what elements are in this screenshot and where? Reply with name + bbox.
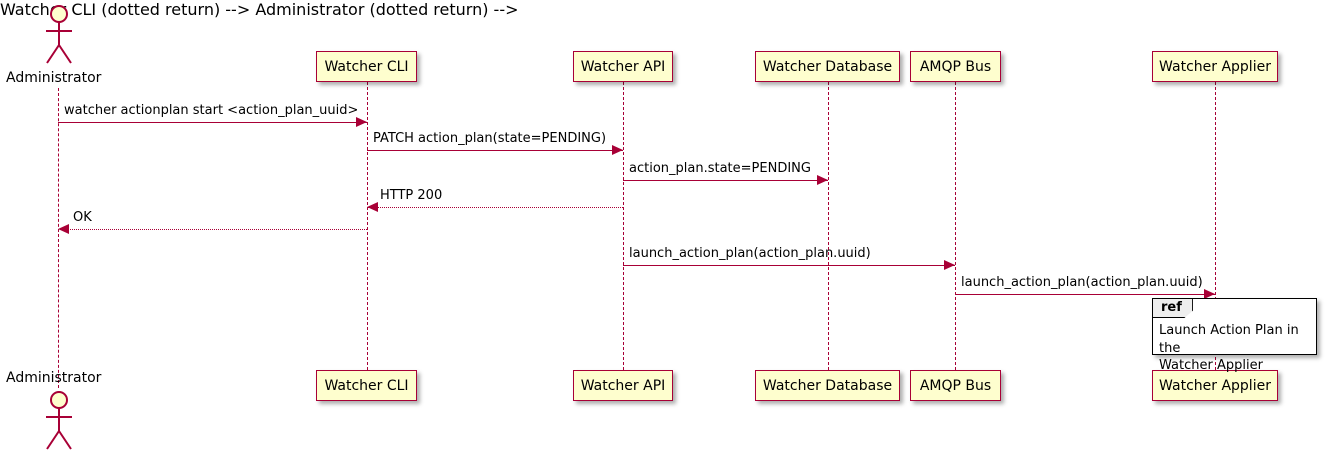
actor-administrator-top	[46, 5, 72, 64]
message-label: action_plan.state=PENDING	[629, 161, 811, 176]
participant-watcher-cli-bottom[interactable]: Watcher CLI	[316, 370, 417, 401]
ref-fragment-launch-action-plan[interactable]: ref Launch Action Plan in the Watcher Ap…	[1152, 298, 1317, 373]
participant-watcher-database-top[interactable]: Watcher Database	[755, 51, 900, 82]
participant-watcher-applier-top[interactable]: Watcher Applier	[1152, 51, 1278, 82]
message-label: PATCH action_plan(state=PENDING)	[373, 131, 607, 146]
message-line	[367, 207, 623, 208]
arrowhead-right-icon	[817, 175, 828, 185]
participant-watcher-api-bottom[interactable]: Watcher API	[573, 370, 673, 401]
lifeline-watcher-database	[828, 82, 829, 370]
ref-fragment-body-line-1: Launch Action Plan in the	[1159, 323, 1299, 356]
participant-watcher-database-bottom[interactable]: Watcher Database	[755, 370, 900, 401]
lifeline-watcher-api	[623, 82, 624, 370]
arrowhead-left-icon	[367, 202, 378, 212]
participant-watcher-applier-bottom[interactable]: Watcher Applier	[1152, 370, 1278, 401]
ref-fragment-body: Launch Action Plan in the Watcher Applie…	[1159, 322, 1312, 375]
arrowhead-right-icon	[1204, 289, 1215, 299]
actor-administrator-bottom	[46, 391, 72, 450]
message-line	[623, 180, 828, 181]
lifeline-administrator	[58, 88, 59, 388]
arrowhead-right-icon	[944, 260, 955, 270]
lifeline-amqp-bus	[955, 82, 956, 370]
message-line	[623, 265, 955, 266]
participant-watcher-api-top[interactable]: Watcher API	[573, 51, 673, 82]
message-line	[955, 294, 1215, 295]
message-label: OK	[73, 210, 92, 225]
ref-fragment-tag: ref	[1153, 299, 1193, 319]
message-label: HTTP 200	[380, 188, 443, 203]
actor-label-administrator-bottom: Administrator	[6, 370, 102, 386]
participant-watcher-cli-top[interactable]: Watcher CLI	[316, 51, 417, 82]
message-label: watcher actionplan start <action_plan_uu…	[64, 103, 359, 118]
lifeline-watcher-applier	[1215, 82, 1216, 370]
arrowhead-right-icon	[356, 117, 367, 127]
arrowhead-right-icon	[612, 145, 623, 155]
lifeline-watcher-cli	[367, 82, 368, 370]
actor-label-administrator-top: Administrator	[6, 70, 102, 86]
arrowhead-left-icon	[58, 224, 69, 234]
participant-amqp-bus-top[interactable]: AMQP Bus	[910, 51, 1001, 82]
participant-amqp-bus-bottom[interactable]: AMQP Bus	[910, 370, 1001, 401]
message-line	[367, 150, 623, 151]
ref-fragment-body-line-2: Watcher Applier	[1159, 358, 1263, 374]
message-line	[58, 229, 367, 230]
message-label: launch_action_plan(action_plan.uuid)	[629, 246, 871, 261]
message-line	[58, 122, 367, 123]
message-label: launch_action_plan(action_plan.uuid)	[961, 275, 1203, 290]
